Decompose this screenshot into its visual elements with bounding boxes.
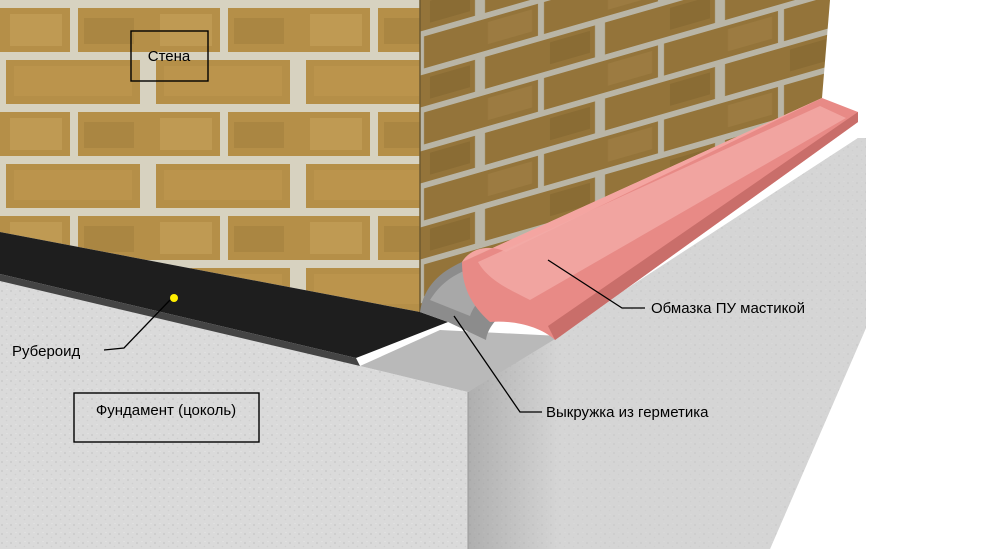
pu-mastic-coating-edge bbox=[548, 112, 858, 340]
foundation-label: Фундамент (цоколь) bbox=[96, 402, 236, 419]
foundation-front-face bbox=[0, 278, 468, 549]
pu-mastic-coating-highlight bbox=[478, 106, 846, 300]
foundation-top-face bbox=[360, 330, 560, 392]
wall-label: Стена bbox=[148, 48, 191, 65]
sealant-fillet-label: Выкружка из герметика bbox=[546, 404, 709, 421]
roofing-felt-leader bbox=[103, 299, 171, 351]
roofing-felt-edge bbox=[0, 274, 360, 366]
roofing-felt-marker-dot bbox=[170, 294, 178, 302]
brick-wall-front bbox=[0, 0, 420, 312]
roofing-felt-strip bbox=[0, 232, 448, 358]
pu-mastic-leader bbox=[547, 259, 645, 309]
brick-wall-side-shade bbox=[420, 0, 830, 312]
brick-wall-side bbox=[420, 0, 830, 312]
sealant-fillet-leader bbox=[453, 315, 542, 413]
foundation-label-box bbox=[73, 392, 260, 443]
foundation-side-texture bbox=[468, 138, 866, 549]
wall-label-box bbox=[130, 30, 209, 82]
foundation-side-shadow bbox=[468, 332, 560, 549]
roofing-felt-label: Рубероид bbox=[12, 343, 81, 360]
pu-mastic-label: Обмазка ПУ мастикой bbox=[651, 300, 805, 317]
